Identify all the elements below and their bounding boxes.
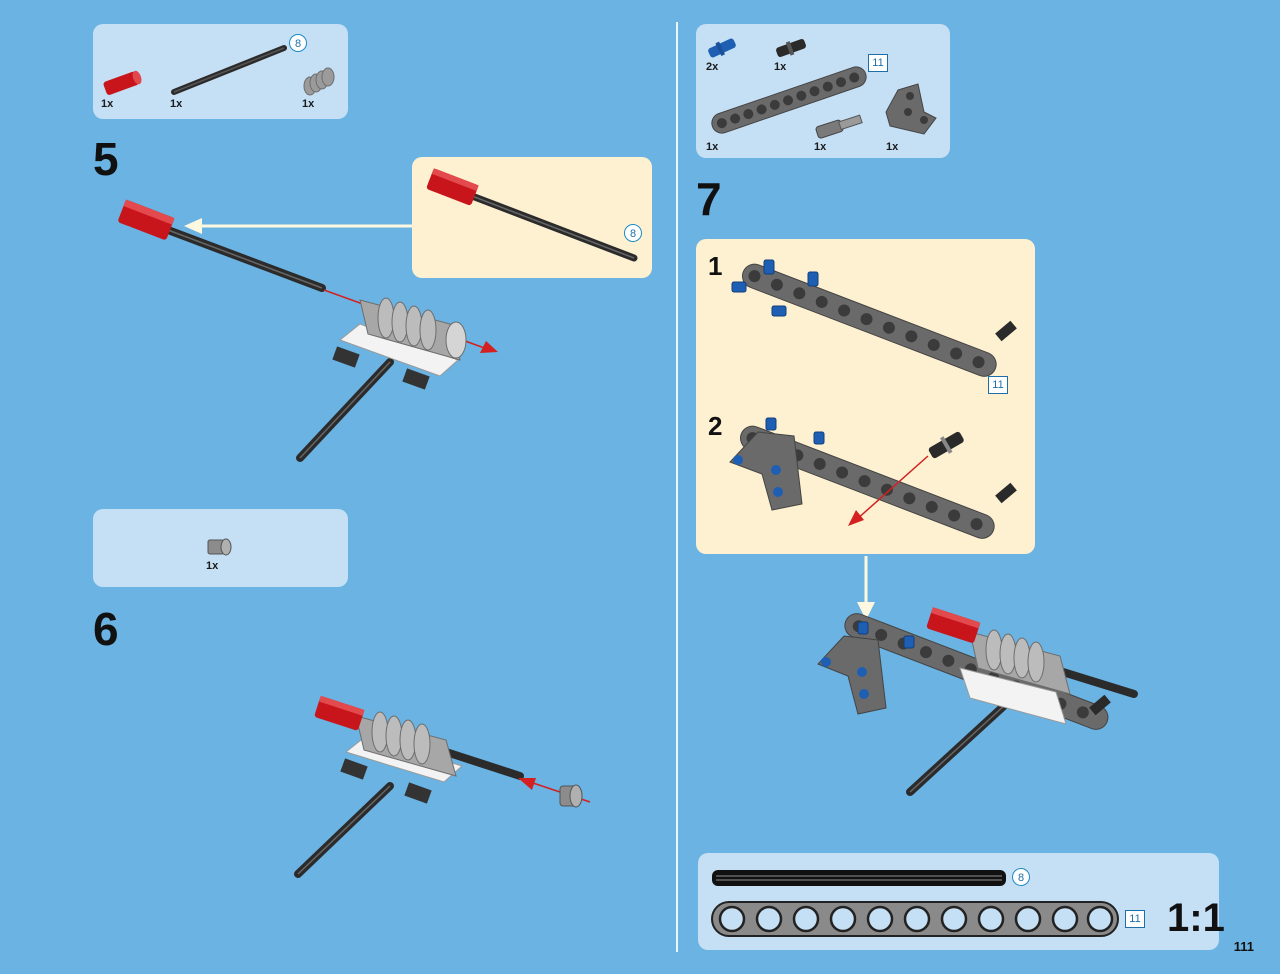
step6-part-qty: 1x (206, 560, 219, 572)
grey-axle-pin-icon (815, 114, 863, 139)
grey-t-beam-icon (885, 83, 937, 135)
page-number: 111 (1233, 939, 1254, 954)
step7-down-arrow (857, 556, 875, 620)
black-pin-icon (776, 39, 806, 57)
step6-number: 6 (93, 603, 119, 655)
step5-assembly-illustration (118, 199, 498, 462)
step7-part-qty: 1x (706, 141, 719, 153)
step5-part-qty: 1x (101, 98, 114, 110)
step5-part-qty: 1x (170, 98, 183, 110)
substep1-beam-with-pins (731, 259, 1017, 377)
step5-part-qty: 1x (302, 98, 315, 110)
scale-axle-8-icon (712, 870, 1006, 886)
step7-part-qty: 1x (814, 141, 827, 153)
step6-assembly-illustration (294, 695, 591, 878)
step7-assembly-illustration (817, 607, 1138, 796)
substep2-beam-with-t-beam (729, 417, 1017, 539)
step7-number: 7 (696, 173, 722, 225)
grey-worm-gear-icon (303, 67, 335, 96)
step7-subassembly-box (696, 239, 1035, 554)
scale-beam-length-callout: 11 (1125, 910, 1145, 928)
black-axle-8-icon (171, 45, 287, 95)
scale-axle-length-callout: 8 (1012, 868, 1030, 886)
blue-pin-icon (708, 38, 736, 58)
red-axle-connector-icon (103, 70, 142, 95)
step7-part-qty: 1x (886, 141, 899, 153)
page-divider (676, 22, 678, 952)
substep1-beam-callout: 11 (988, 376, 1008, 394)
grey-beam-11-icon (711, 66, 867, 134)
step7-part-qty: 1x (774, 61, 787, 73)
grey-bushing-icon (207, 538, 232, 556)
step7-substep1-number: 1 (708, 251, 723, 281)
step7-substep2-number: 2 (708, 411, 723, 441)
step5-subassembly-axle-callout: 8 (624, 224, 642, 242)
scale-beam-11-icon (711, 901, 1119, 937)
axle-with-connector-subassembly (426, 168, 638, 262)
step5-axle-length-callout: 8 (289, 34, 307, 52)
step7-part-qty: 2x (706, 61, 719, 73)
step5-number: 5 (93, 133, 119, 185)
step7-beam-length-callout: 11 (868, 54, 888, 72)
scale-ratio: 1:1 (1167, 896, 1225, 940)
